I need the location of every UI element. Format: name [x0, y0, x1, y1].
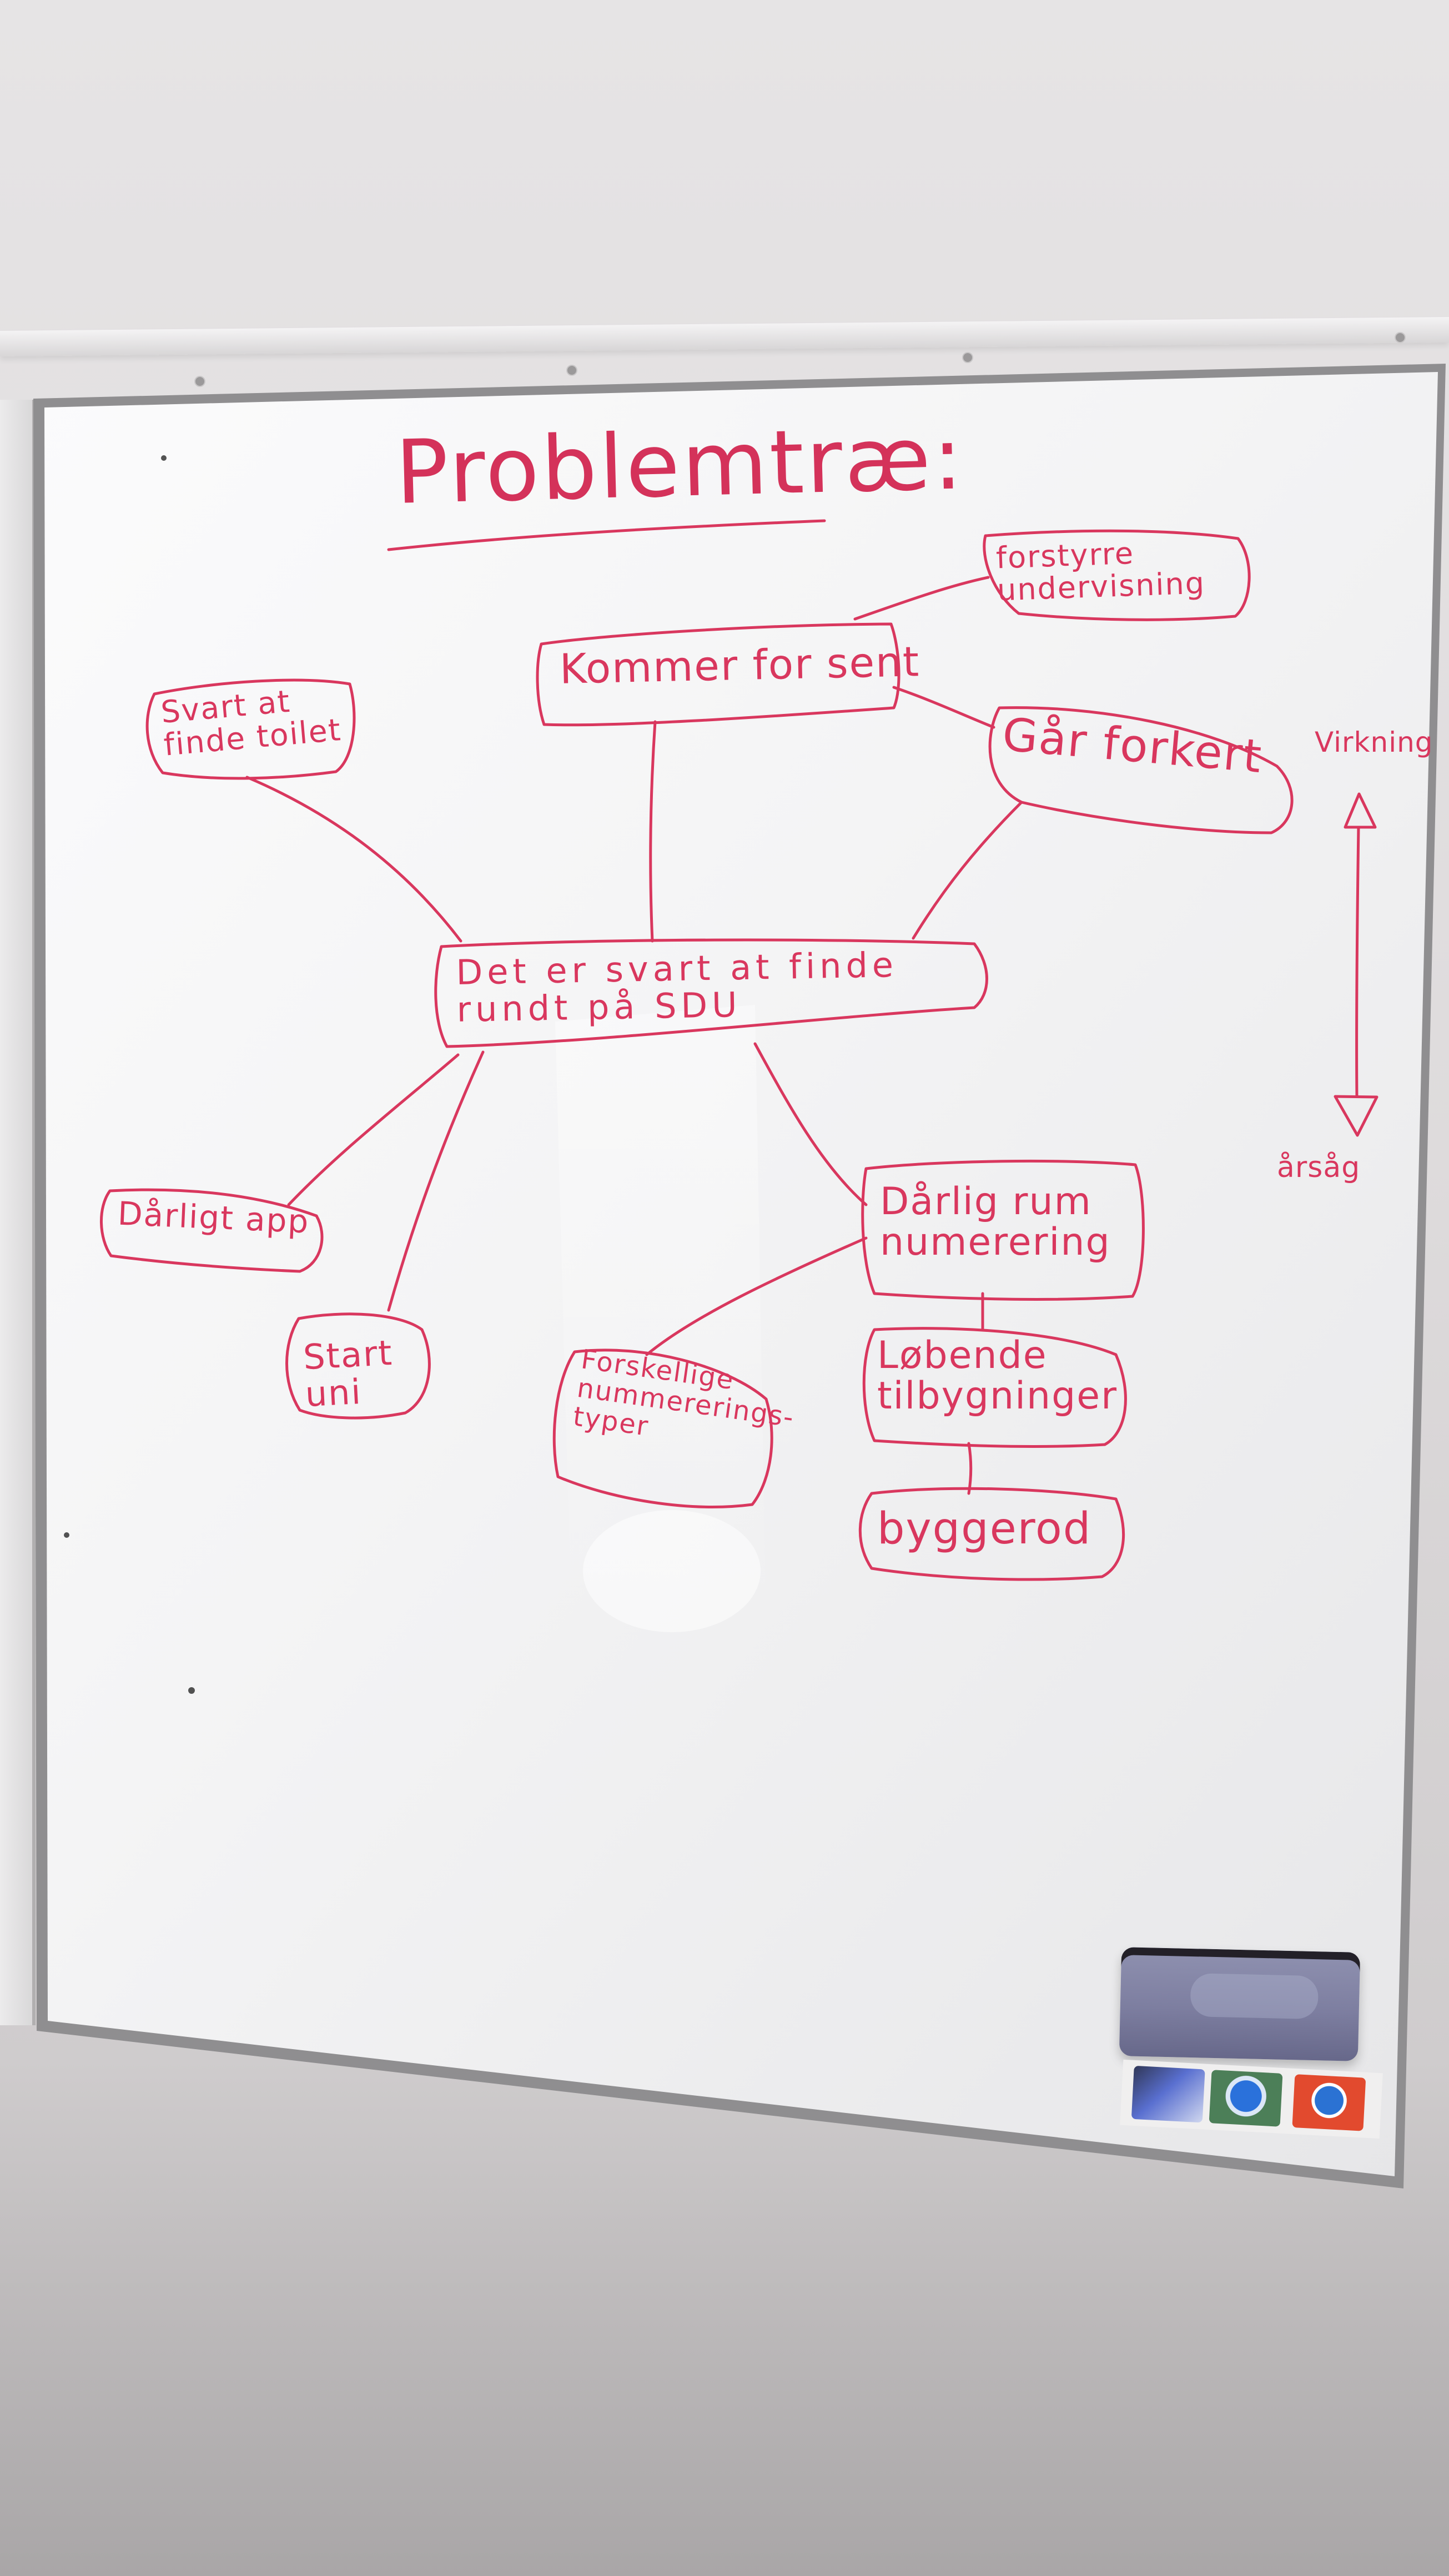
connector-line: [287, 1053, 460, 1206]
node-daarligt-app: Dårligt app: [117, 1194, 310, 1241]
board-title: Problemtræ:: [394, 407, 966, 524]
axis-top-label: Virkning: [1315, 726, 1433, 758]
node-main-problem: Det er svart at finde rundt på SDU: [455, 944, 898, 1030]
node-loebende-tilbygninger: Løbende tilbygninger: [877, 1334, 1118, 1418]
node-border: [861, 1159, 1145, 1301]
node-daarlig-rum-numerering: Dårlig rum numerering: [880, 1180, 1111, 1265]
cartoon-sticker-strip: [1120, 2059, 1383, 2139]
node-start-uni: Start uni: [302, 1332, 394, 1415]
sticker-image: [1131, 2065, 1205, 2123]
arrow-down-icon: [1334, 1095, 1378, 1137]
left-adjacent-board: [0, 400, 36, 2025]
node-border: [145, 678, 356, 780]
connector-line: [645, 1236, 868, 1356]
node-border: [858, 1487, 1125, 1581]
connector-line: [892, 686, 995, 729]
connector-line: [853, 576, 990, 621]
node-border: [285, 1312, 431, 1420]
rail-screw: [194, 376, 205, 387]
node-forstyrre-undervisning: forstyrre undervisning: [995, 535, 1206, 608]
marker-dot: [64, 1532, 69, 1538]
connector-line: [912, 801, 1023, 940]
eraser-ridge: [1190, 1973, 1319, 2020]
marker-dot: [188, 1687, 195, 1694]
axis-bottom-label: årsåg: [1277, 1151, 1361, 1184]
underline: [387, 519, 826, 551]
connector-line: [649, 720, 657, 943]
ghost-smudge: [583, 1510, 761, 1632]
connector-line: [753, 1042, 868, 1206]
board-glare: [555, 1005, 766, 1638]
rail-screw: [962, 352, 973, 363]
vertical-arrow-line: [1355, 826, 1360, 1098]
connector-line: [387, 1050, 485, 1312]
node-kommer-for-sent: Kommer for sent: [559, 638, 920, 693]
connector-line: [245, 776, 462, 943]
node-border: [983, 529, 1251, 621]
arrow-up-icon: [1344, 792, 1377, 829]
node-border: [988, 706, 1294, 834]
node-border: [552, 1349, 773, 1508]
node-border: [100, 1188, 324, 1273]
sticker-image: [1209, 2070, 1283, 2127]
marker-dot: [161, 455, 167, 461]
rail-screw: [566, 365, 577, 376]
node-byggerod: byggerod: [877, 1504, 1092, 1554]
whiteboard-eraser: [1119, 1947, 1361, 2061]
rail-screw: [1395, 332, 1406, 343]
node-border: [434, 938, 988, 1048]
node-border: [862, 1327, 1127, 1448]
sticker-image: [1292, 2074, 1366, 2131]
node-border: [536, 622, 900, 727]
